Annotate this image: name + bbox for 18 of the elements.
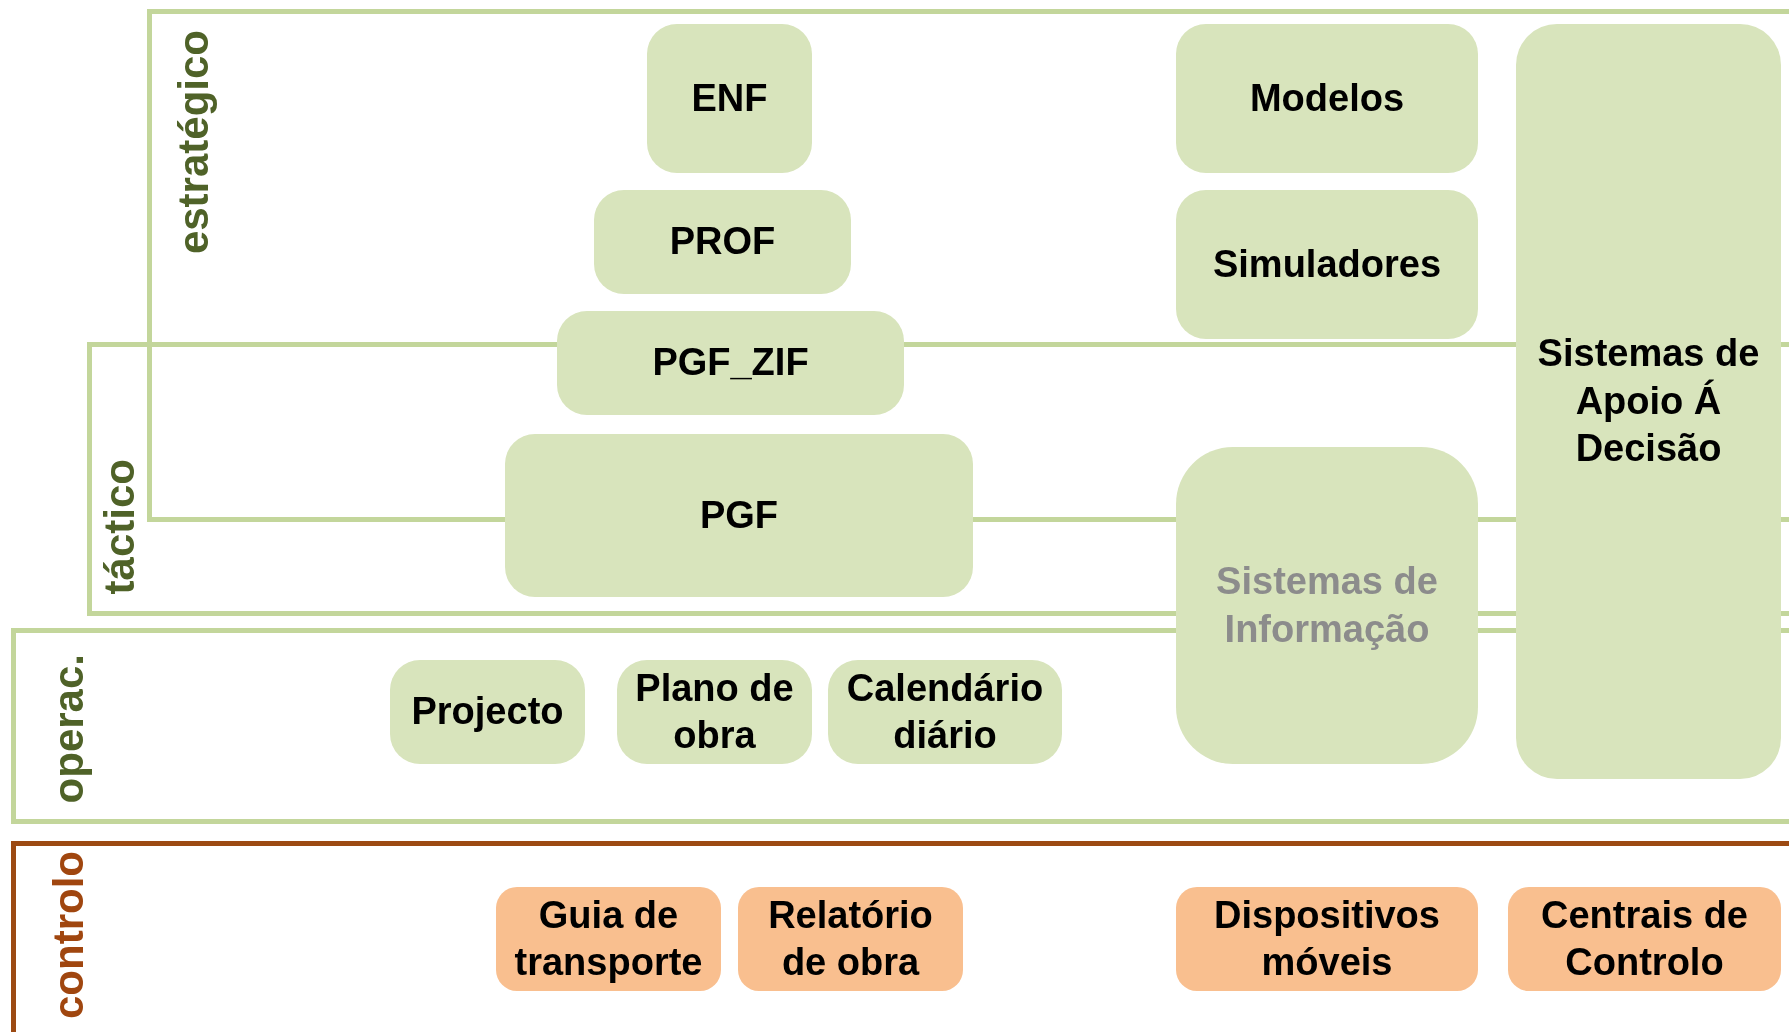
band-label: operac. (48, 654, 90, 804)
rounded-box: Relatório de obra (738, 887, 963, 991)
rounded-box: Sistemas de Apoio Á Decisão (1516, 24, 1781, 779)
rounded-box: Sistemas de Informação (1176, 447, 1478, 764)
rounded-box: Plano de obra (617, 660, 812, 764)
rounded-box: ENF (647, 24, 812, 173)
rounded-box: Modelos (1176, 24, 1478, 173)
band-label: controlo (48, 851, 90, 1019)
rounded-box: Calendário diário (828, 660, 1062, 764)
band-label: táctico (99, 459, 141, 595)
rounded-box: Dispositivos móveis (1176, 887, 1478, 991)
rounded-box: Simuladores (1176, 190, 1478, 339)
rounded-box: Projecto (390, 660, 585, 764)
rounded-box: PROF (594, 190, 851, 294)
rounded-box: Centrais de Controlo (1508, 887, 1781, 991)
rounded-box: Guia de transporte (496, 887, 721, 991)
band-label: estratégico (173, 30, 215, 255)
level-band (11, 841, 1789, 1032)
